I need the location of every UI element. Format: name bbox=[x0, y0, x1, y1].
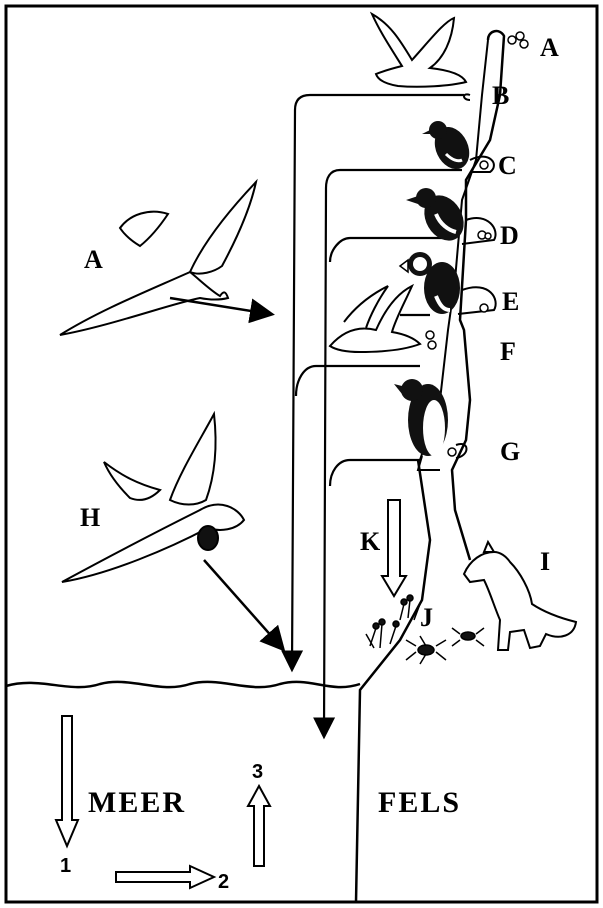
arrow-a-to-sea-route bbox=[170, 298, 270, 314]
bird-tern-h bbox=[62, 414, 244, 582]
bird-puffin-e bbox=[400, 252, 460, 314]
arrow-h-to-sea bbox=[204, 560, 282, 648]
arctic-fox-i bbox=[464, 542, 576, 650]
label-a-top: A bbox=[540, 33, 559, 62]
hollow-arrow-k bbox=[382, 500, 406, 596]
label-i: I bbox=[540, 547, 550, 576]
water-surface bbox=[6, 682, 360, 687]
label-j: J bbox=[420, 603, 433, 632]
label-b: B bbox=[492, 81, 509, 110]
label-h: H bbox=[80, 503, 100, 532]
bird-guillemot-c bbox=[422, 121, 476, 175]
hollow-arrow-1 bbox=[56, 716, 78, 846]
bird-fulmar-top bbox=[372, 14, 466, 87]
zone-label-sea: MEER bbox=[88, 786, 186, 819]
legend-number-3: 3 bbox=[252, 761, 263, 783]
legend-number-1: 1 bbox=[60, 855, 71, 877]
label-f: F bbox=[500, 337, 516, 366]
legend-number-2: 2 bbox=[218, 871, 229, 893]
label-g: G bbox=[500, 437, 520, 466]
label-e: E bbox=[502, 287, 519, 316]
label-k: K bbox=[360, 527, 381, 556]
label-d: D bbox=[500, 221, 519, 250]
hollow-arrow-2 bbox=[116, 866, 214, 888]
hollow-arrow-3 bbox=[248, 786, 270, 866]
label-c: C bbox=[498, 151, 517, 180]
bird-great-auk-g bbox=[394, 379, 448, 470]
bird-kittiwake-f bbox=[330, 286, 420, 352]
zone-label-rock: FELS bbox=[378, 786, 461, 819]
label-a-left: A bbox=[84, 245, 103, 274]
